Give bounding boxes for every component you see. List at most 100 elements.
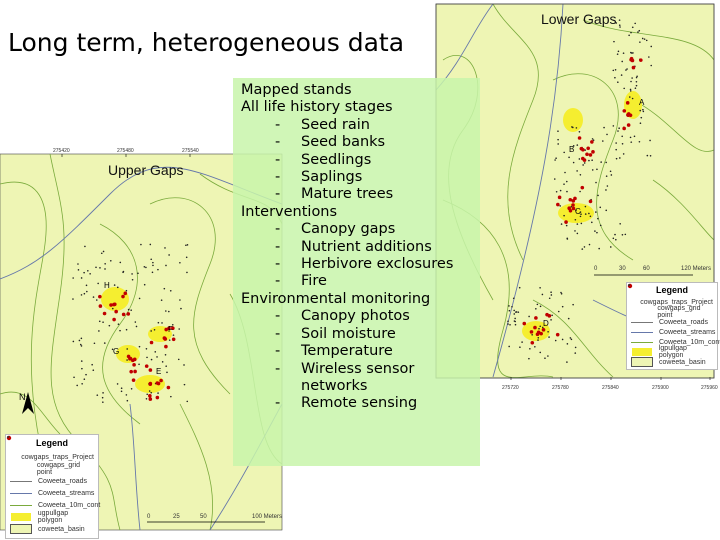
grid-point <box>584 205 587 208</box>
bullet-item: Interventions <box>241 204 480 221</box>
grid-point <box>186 244 189 246</box>
grid-point <box>157 268 159 271</box>
legend-label: cowgaps_traps_Project <box>21 453 94 461</box>
trap-point <box>590 140 594 144</box>
grid-point <box>80 294 83 296</box>
grid-point <box>638 29 641 32</box>
grid-point <box>102 321 104 323</box>
grid-point <box>125 394 128 396</box>
grid-point <box>626 68 628 70</box>
grid-point <box>135 325 138 328</box>
grid-point <box>646 154 649 157</box>
grid-point <box>563 151 565 154</box>
grid-point <box>572 303 574 306</box>
grid-point <box>80 337 83 340</box>
trap-point <box>555 332 560 337</box>
bullet-item: -Wireless sensor <box>241 361 480 378</box>
grid-point <box>583 246 586 248</box>
grid-point <box>564 171 566 174</box>
grid-point <box>168 254 170 256</box>
gap-polygon <box>101 287 129 311</box>
grid-point <box>566 361 568 363</box>
grid-point <box>146 356 148 359</box>
grid-point <box>645 39 648 42</box>
grid-point <box>78 339 81 342</box>
grid-point <box>171 324 174 326</box>
grid-point <box>87 269 89 272</box>
grid-point <box>572 145 575 147</box>
gap-polygon <box>563 108 583 132</box>
grid-point <box>597 217 599 220</box>
grid-point <box>550 291 552 294</box>
bullet-text: Canopy photos <box>301 308 410 325</box>
trap-point <box>112 317 116 322</box>
trap-point <box>102 311 107 316</box>
grid-point <box>109 259 112 262</box>
grid-point <box>624 233 627 236</box>
grid-point <box>97 282 99 285</box>
map-frame <box>7 436 9 438</box>
lower-coord-3: 275900 <box>652 385 669 391</box>
grid-point <box>143 266 146 268</box>
grid-point <box>616 53 619 55</box>
bullet-text: Soil moisture <box>301 325 396 342</box>
grid-point <box>557 138 559 141</box>
grid-point <box>615 148 617 151</box>
grid-point <box>584 213 587 215</box>
grid-point <box>623 87 625 90</box>
grid-point <box>86 290 88 293</box>
grid-point <box>650 64 653 67</box>
legend-label: ugpullgap polygon <box>37 510 69 524</box>
grid-point <box>563 183 565 185</box>
trap-point <box>626 123 631 127</box>
grid-point <box>119 261 122 264</box>
grid-point <box>89 272 91 275</box>
gap-polygon <box>624 91 642 119</box>
trap-point <box>126 354 131 359</box>
grid-point <box>160 299 163 301</box>
grid-point <box>637 31 639 33</box>
grid-point <box>95 266 97 269</box>
trap-point <box>581 147 585 152</box>
grid-point <box>618 127 620 129</box>
bullet-dash: - <box>275 308 281 325</box>
grid-point <box>557 310 560 313</box>
trap-point <box>148 368 153 372</box>
grid-point <box>92 296 95 298</box>
grid-point <box>614 76 616 79</box>
bullet-item: - Canopy photos <box>241 308 480 325</box>
trap-point <box>522 321 527 326</box>
trap-point <box>533 325 537 330</box>
grid-point <box>575 209 577 211</box>
grid-point <box>541 326 544 329</box>
stream-line <box>0 166 283 280</box>
grid-point <box>99 267 101 269</box>
grid-point <box>554 339 557 342</box>
trap-point <box>585 152 589 157</box>
trap-point <box>568 197 573 202</box>
grid-point <box>96 394 99 396</box>
grid-point <box>642 108 644 111</box>
lower-scale-2: 60 <box>643 266 650 272</box>
trap-point <box>98 304 103 308</box>
grid-point <box>518 286 521 289</box>
grid-point <box>168 339 171 341</box>
gap-label: D <box>543 319 549 328</box>
grid-point <box>186 400 189 403</box>
grid-point <box>508 345 510 348</box>
grid-point <box>565 180 568 183</box>
grid-point <box>600 161 602 163</box>
grid-point <box>547 330 549 333</box>
bullet-text: Mature trees <box>301 186 394 203</box>
grid-point <box>617 81 619 83</box>
grid-point <box>588 212 590 215</box>
bullet-dash: - <box>275 186 281 203</box>
grid-point <box>569 337 572 339</box>
grid-point <box>594 230 596 232</box>
grid-point <box>185 244 187 247</box>
contour-line <box>149 197 231 395</box>
legend-item: coweeta_basin <box>10 523 94 535</box>
grid-point <box>535 307 537 310</box>
grid-point <box>521 341 523 343</box>
legend-label: Coweeta_10m_cont <box>38 501 101 509</box>
